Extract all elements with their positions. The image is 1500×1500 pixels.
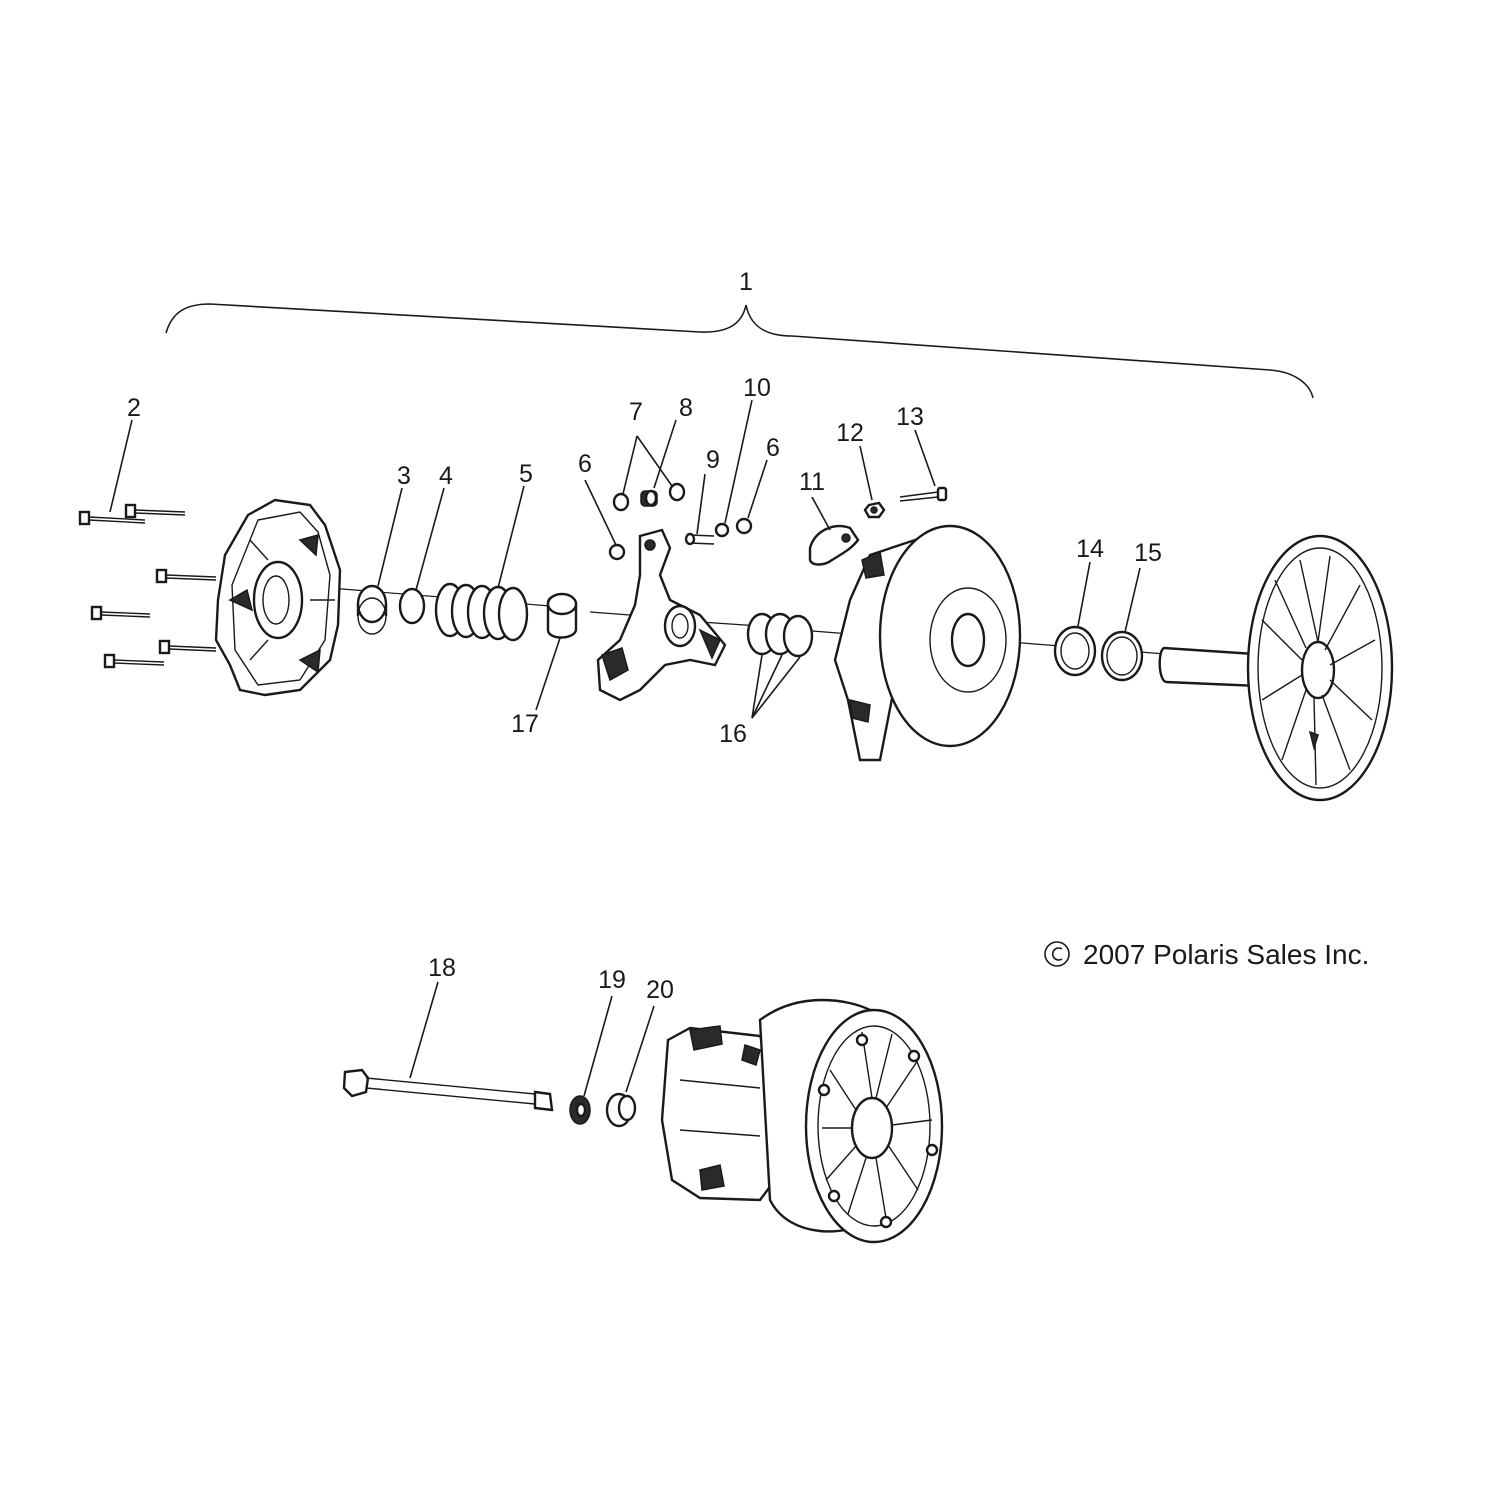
callout-labels: 1 2 3 4 5 6 7 8 9 10 6 11 12 13 14 15 16…: [127, 268, 1162, 1004]
bolt: [158, 639, 217, 655]
weight-hole: [841, 533, 851, 543]
bushing-20: [605, 1092, 637, 1128]
fixed-sheave: [1158, 534, 1394, 802]
callout-19: 19: [598, 966, 626, 994]
sheave-spokes: [1261, 555, 1376, 786]
washer-10: [714, 522, 730, 538]
cylinder-button: [546, 592, 578, 639]
callout-9: 9: [706, 446, 720, 474]
callout-4: 4: [439, 462, 453, 490]
shift-weight: [808, 524, 860, 566]
cover-plate: [214, 498, 342, 697]
callout-7: 7: [629, 398, 643, 426]
callout-10: 10: [743, 374, 771, 402]
washer-7a: [612, 492, 630, 512]
callout-11: 11: [799, 468, 825, 496]
assembled-spokes: [822, 1031, 933, 1219]
bushing-14: [1053, 625, 1097, 677]
assembled-clutch: [660, 998, 944, 1244]
callout-16: 16: [719, 720, 747, 748]
ring: [398, 587, 426, 625]
assembly-bracket: [165, 303, 1314, 399]
bolt: [124, 503, 186, 519]
bushing: [356, 584, 388, 635]
callout-5: 5: [519, 460, 533, 488]
callout-3: 3: [397, 462, 411, 490]
callout-2: 2: [127, 394, 141, 422]
washer-7b: [668, 482, 686, 502]
callout-6-right: 6: [766, 434, 780, 462]
copyright-text: 2007 Polaris Sales Inc.: [1083, 939, 1369, 970]
leader-lines: [109, 399, 1141, 1097]
moveable-sheave: [833, 524, 1022, 762]
pin: [684, 532, 715, 546]
nut: [863, 501, 886, 519]
roller-right: [735, 517, 753, 535]
bolt: [155, 568, 217, 584]
shims: [746, 612, 814, 658]
roller-left: [608, 543, 626, 561]
washer-19: [569, 1095, 591, 1125]
bolt: [103, 653, 165, 669]
copyright-icon: [1044, 941, 1070, 967]
callout-17: 17: [511, 710, 539, 738]
bushing-15: [1100, 630, 1144, 682]
callout-6-left: 6: [578, 450, 592, 478]
bolt: [78, 510, 146, 526]
callout-1: 1: [739, 268, 753, 296]
callout-8: 8: [679, 394, 693, 422]
callout-14: 14: [1076, 535, 1104, 563]
spider: [596, 528, 727, 702]
spring: [434, 582, 529, 642]
callout-18: 18: [428, 954, 456, 982]
bolt: [90, 605, 151, 621]
copyright-icon-c: [1051, 947, 1063, 961]
roller-bushing: [640, 489, 658, 507]
copyright-notice: 2007 Polaris Sales Inc.: [1044, 939, 1369, 970]
callout-20: 20: [646, 976, 674, 1004]
long-bolt: [342, 1068, 554, 1112]
callout-12: 12: [836, 419, 864, 447]
callout-13: 13: [896, 403, 924, 431]
weight-bolt: [899, 486, 948, 502]
callout-15: 15: [1134, 539, 1162, 567]
bolts: [78, 503, 217, 669]
